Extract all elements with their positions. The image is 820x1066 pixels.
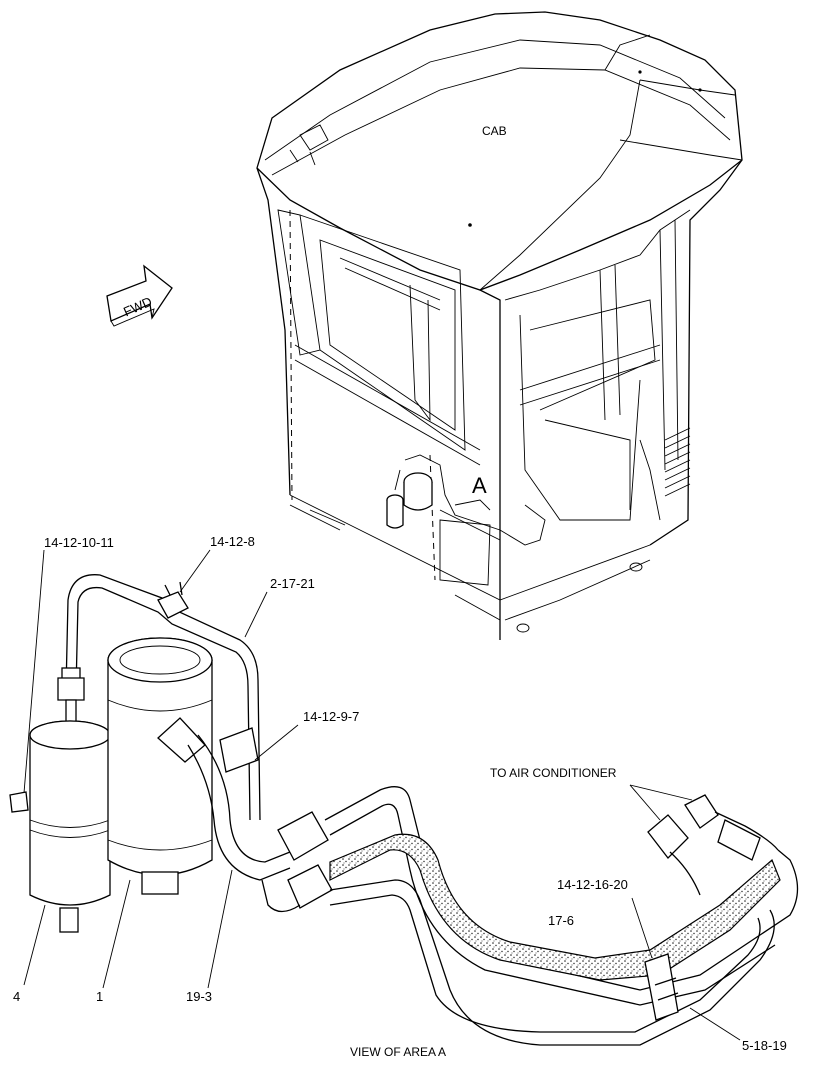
- fwd-arrow-icon: FWD: [106, 264, 173, 327]
- callout-19-3: 19-3: [186, 989, 212, 1004]
- callout-5-18-19: 5-18-19: [742, 1038, 787, 1053]
- cab-label: CAB: [482, 124, 507, 138]
- area-a-detail: [9, 574, 799, 1046]
- callout-2-17-21: 2-17-21: [270, 576, 315, 591]
- callout-14-12-9-7: 14-12-9-7: [303, 709, 359, 724]
- view-caption: VIEW OF AREA A: [350, 1045, 446, 1059]
- area-a-marker: A: [472, 473, 487, 498]
- callout-14-12-8: 14-12-8: [210, 534, 255, 549]
- to-air-conditioner-label: TO AIR CONDITIONER: [490, 766, 617, 780]
- leader-lines: [23, 549, 741, 1041]
- cab-illustration: [256, 11, 743, 640]
- callout-17-6: 17-6: [548, 913, 574, 928]
- callout-14-12-16-20: 14-12-16-20: [557, 877, 628, 892]
- callout-14-12-10-11: 14-12-10-11: [44, 535, 114, 550]
- callout-4: 4: [13, 989, 20, 1004]
- callout-1: 1: [96, 989, 103, 1004]
